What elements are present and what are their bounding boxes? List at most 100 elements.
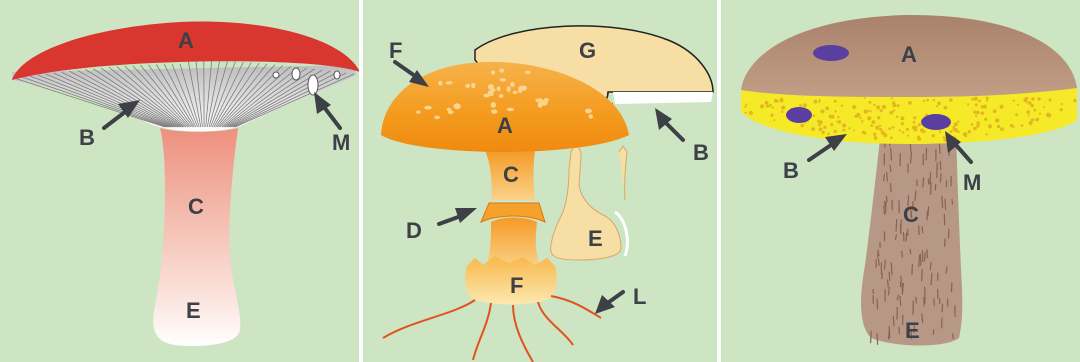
cap-spot (497, 86, 501, 91)
stem-fiber (871, 331, 872, 342)
pore-dot (1000, 105, 1004, 109)
label-c: C (188, 194, 204, 219)
cap-spot (491, 70, 495, 74)
pore-dot (995, 118, 999, 122)
pore-dot (952, 128, 954, 130)
pore-dot (1060, 108, 1063, 111)
pore-dot (908, 101, 912, 105)
pore-dot (864, 97, 866, 99)
cap-spot (518, 87, 522, 93)
pore-dot (892, 126, 895, 129)
spot (813, 45, 849, 61)
cap-spot (589, 114, 593, 118)
pore-dot (937, 102, 941, 106)
stem-fiber (925, 287, 926, 292)
pore-dot (897, 104, 900, 107)
pore-dot (799, 104, 802, 107)
spore (308, 75, 318, 95)
pore-dot (906, 128, 909, 131)
stem-fiber (884, 207, 885, 215)
pore-dot (831, 115, 835, 119)
pore-dot (971, 123, 974, 126)
stem-fiber (896, 220, 897, 231)
pore-dot (838, 120, 842, 124)
pore-dot (890, 136, 893, 139)
pore-dot (1025, 97, 1029, 101)
pore-dot (888, 127, 891, 130)
pore-dot (879, 128, 882, 131)
stem-fiber (942, 196, 943, 208)
label-e: E (905, 318, 920, 343)
bolete-diagram: A B M C E (721, 0, 1080, 362)
stem-fiber (899, 327, 900, 333)
label-m: M (963, 170, 981, 195)
stem-fiber (889, 272, 890, 280)
cap-spot (416, 111, 420, 114)
stem-fiber (930, 173, 931, 184)
pore-dot (1037, 97, 1041, 101)
pore-dot (893, 109, 895, 111)
stem-fiber (930, 262, 931, 269)
cap-spot (424, 106, 432, 110)
stem-fiber (885, 260, 886, 269)
stem-fiber (879, 259, 880, 265)
pore-dot (1061, 103, 1063, 105)
pore-dot (896, 116, 898, 118)
pore-dot (988, 124, 992, 128)
cap-spot (465, 84, 470, 88)
stem-fiber (922, 270, 923, 281)
bolete-panel: A B M C E (721, 0, 1080, 362)
pore-dot (1028, 115, 1030, 117)
pore-dot (901, 122, 904, 125)
pore-dot (1035, 118, 1039, 122)
cap-spot (488, 84, 494, 90)
amanita-diagram: F G A B C D E F L (363, 0, 717, 362)
stem-fiber (928, 179, 929, 184)
pore-dot (811, 127, 815, 131)
pore-dot (1012, 125, 1014, 127)
pore-dot (985, 133, 987, 135)
pore-dot (954, 122, 958, 126)
spot (786, 107, 812, 123)
stem-fiber (884, 175, 885, 181)
pore-dot (1049, 99, 1052, 102)
cap-spot (544, 98, 549, 102)
pore-dot (770, 114, 773, 117)
pore-dot (923, 130, 926, 133)
stem-fiber (934, 299, 935, 306)
pore-dot (819, 127, 823, 131)
cap-spot (510, 82, 515, 87)
pore-dot (976, 124, 979, 127)
pore-dot (1026, 110, 1030, 114)
pore-dot (986, 100, 988, 102)
cap-spot (447, 108, 452, 111)
cap-spot (471, 83, 475, 89)
spore (334, 71, 340, 79)
stem-fiber (925, 253, 926, 261)
pore-dot (821, 109, 825, 113)
pore-dot (825, 107, 829, 111)
pore-dot (834, 130, 837, 133)
label-g: G (579, 38, 596, 63)
pore-dot (873, 104, 875, 106)
cap-spot (507, 108, 514, 111)
cap-spot (446, 81, 453, 84)
stem-fiber (946, 267, 947, 273)
stem-fiber (919, 255, 920, 266)
label-d: D (406, 218, 422, 243)
pore-dot (1017, 104, 1019, 106)
pore-dot (952, 126, 955, 129)
cap-spot (525, 71, 531, 74)
pore-dot (872, 120, 876, 124)
stem-fiber (922, 227, 923, 233)
pore-dot (900, 116, 904, 120)
cap-spot (585, 109, 592, 114)
stem-fiber (888, 280, 889, 287)
cap-spot (491, 102, 496, 108)
pore-dot (842, 129, 845, 132)
pore-dot (880, 109, 883, 112)
pore-dot (1031, 97, 1034, 100)
stem-fiber (902, 252, 903, 258)
pore-dot (936, 105, 938, 107)
pore-dot (1029, 121, 1033, 125)
